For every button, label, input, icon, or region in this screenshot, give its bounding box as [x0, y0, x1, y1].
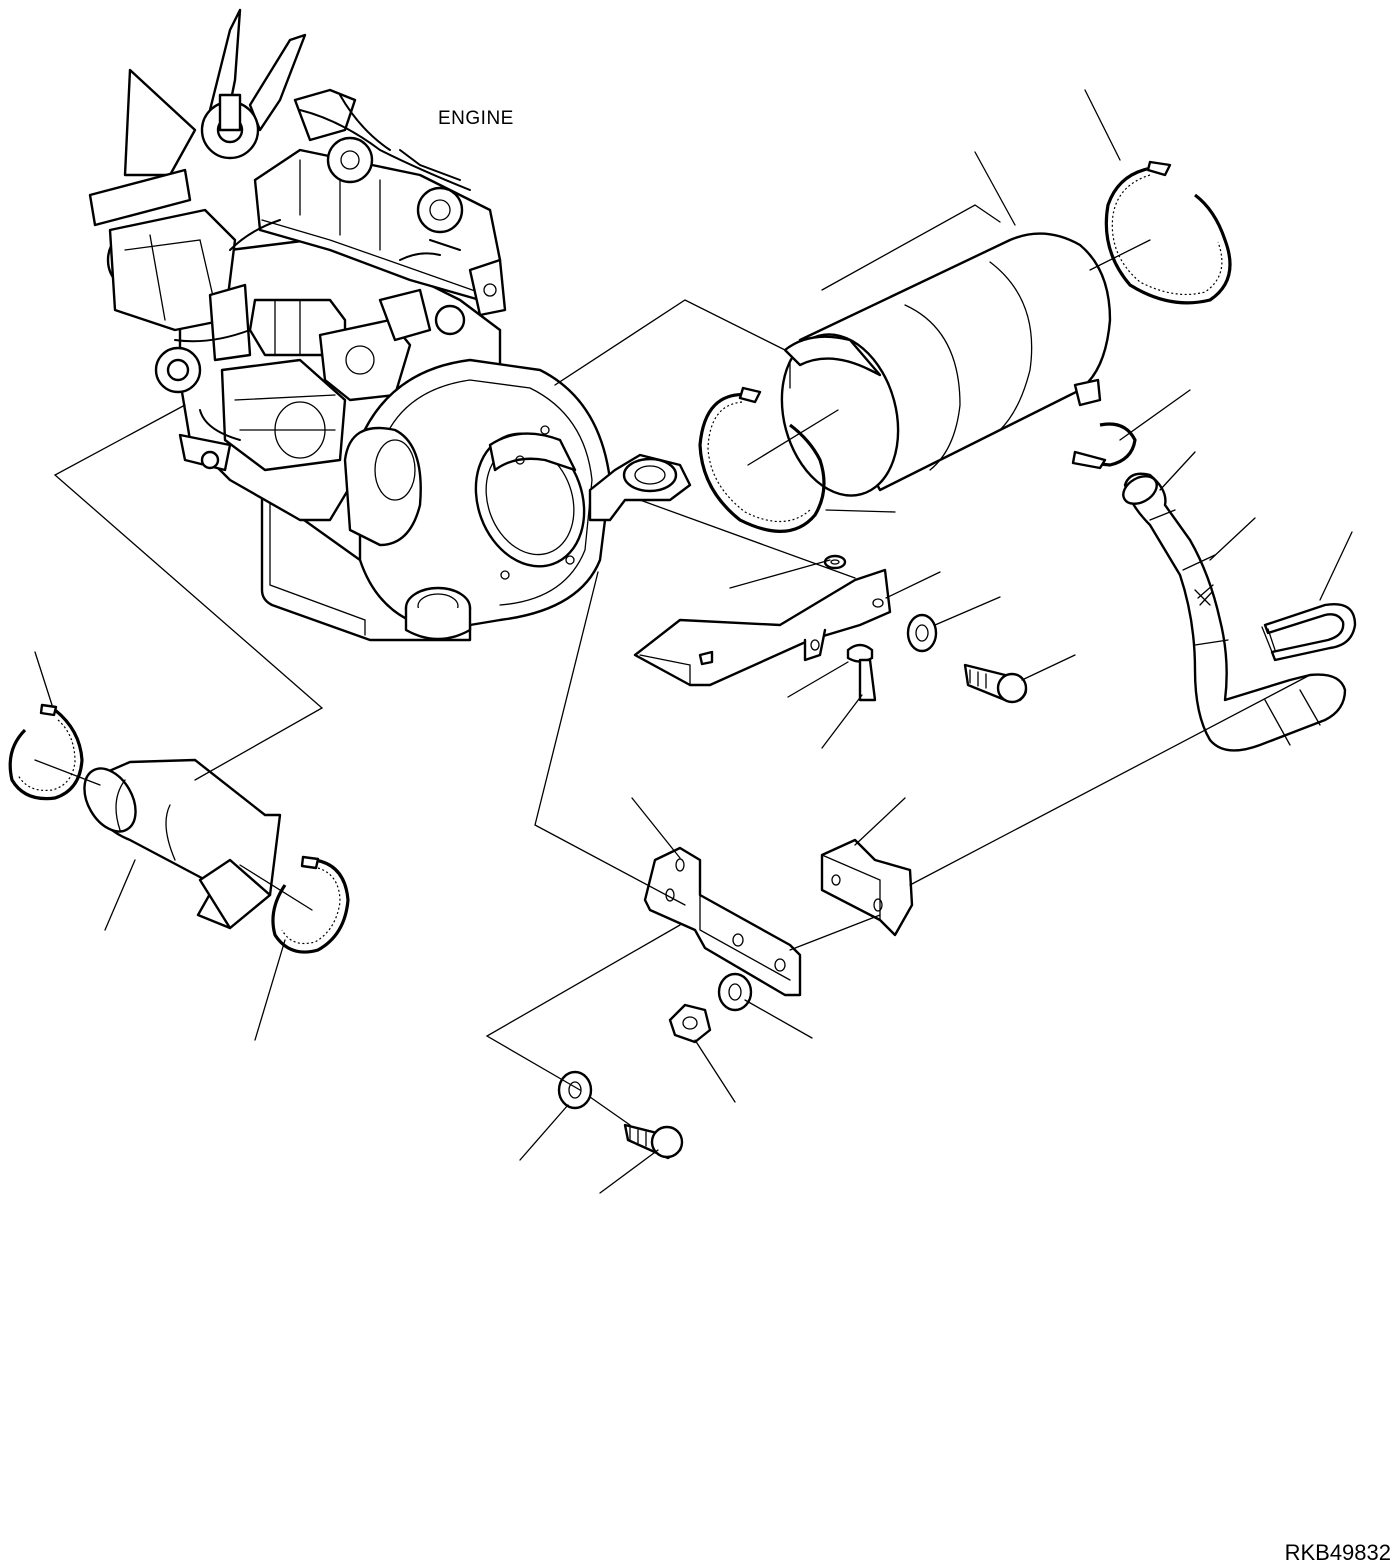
lower-hardware: [557, 972, 753, 1160]
lower-bracket-left: [643, 846, 802, 997]
muffler: [780, 232, 1112, 497]
tail-pipe: [1122, 472, 1347, 752]
u-bolt: [1261, 603, 1357, 662]
drawing-number: RKB49832: [1284, 1540, 1391, 1565]
upper-bracket: [633, 568, 892, 687]
lower-bracket-right: [820, 838, 914, 937]
engine-label: ENGINE: [438, 108, 514, 129]
leader-lines: [34, 89, 1353, 1194]
engine-assembly: [88, 8, 692, 642]
exhaust-pipe: [83, 758, 282, 930]
clamp-rings: [8, 160, 1232, 954]
upper-hardware: [823, 554, 1028, 704]
